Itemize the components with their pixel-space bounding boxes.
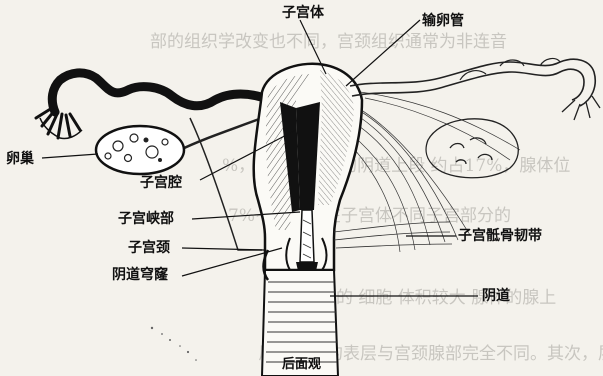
label-uterosacral-ligament: 子宫骶骨韧带 bbox=[458, 229, 542, 243]
label-fallopian-tube: 输卵管 bbox=[422, 14, 464, 28]
print-speckles bbox=[151, 327, 197, 361]
label-vaginal-fornix: 阴道穹窿 bbox=[112, 268, 168, 282]
label-uterine-body: 子宫体 bbox=[282, 6, 324, 20]
ovary-left bbox=[96, 126, 184, 174]
label-isthmus: 子宫峡部 bbox=[118, 212, 174, 226]
uterosacral-ligament bbox=[334, 222, 452, 248]
label-vagina: 阴道 bbox=[482, 289, 510, 303]
label-cervix: 子宫颈 bbox=[128, 241, 170, 255]
broad-ligament-left bbox=[190, 118, 262, 250]
label-uterine-cavity: 子宫腔 bbox=[140, 176, 182, 190]
view-caption: 后面观 bbox=[282, 358, 321, 371]
fallopian-tube-right bbox=[350, 59, 600, 120]
ovary-right bbox=[426, 119, 518, 178]
label-ovary: 卵巢 bbox=[6, 152, 34, 166]
